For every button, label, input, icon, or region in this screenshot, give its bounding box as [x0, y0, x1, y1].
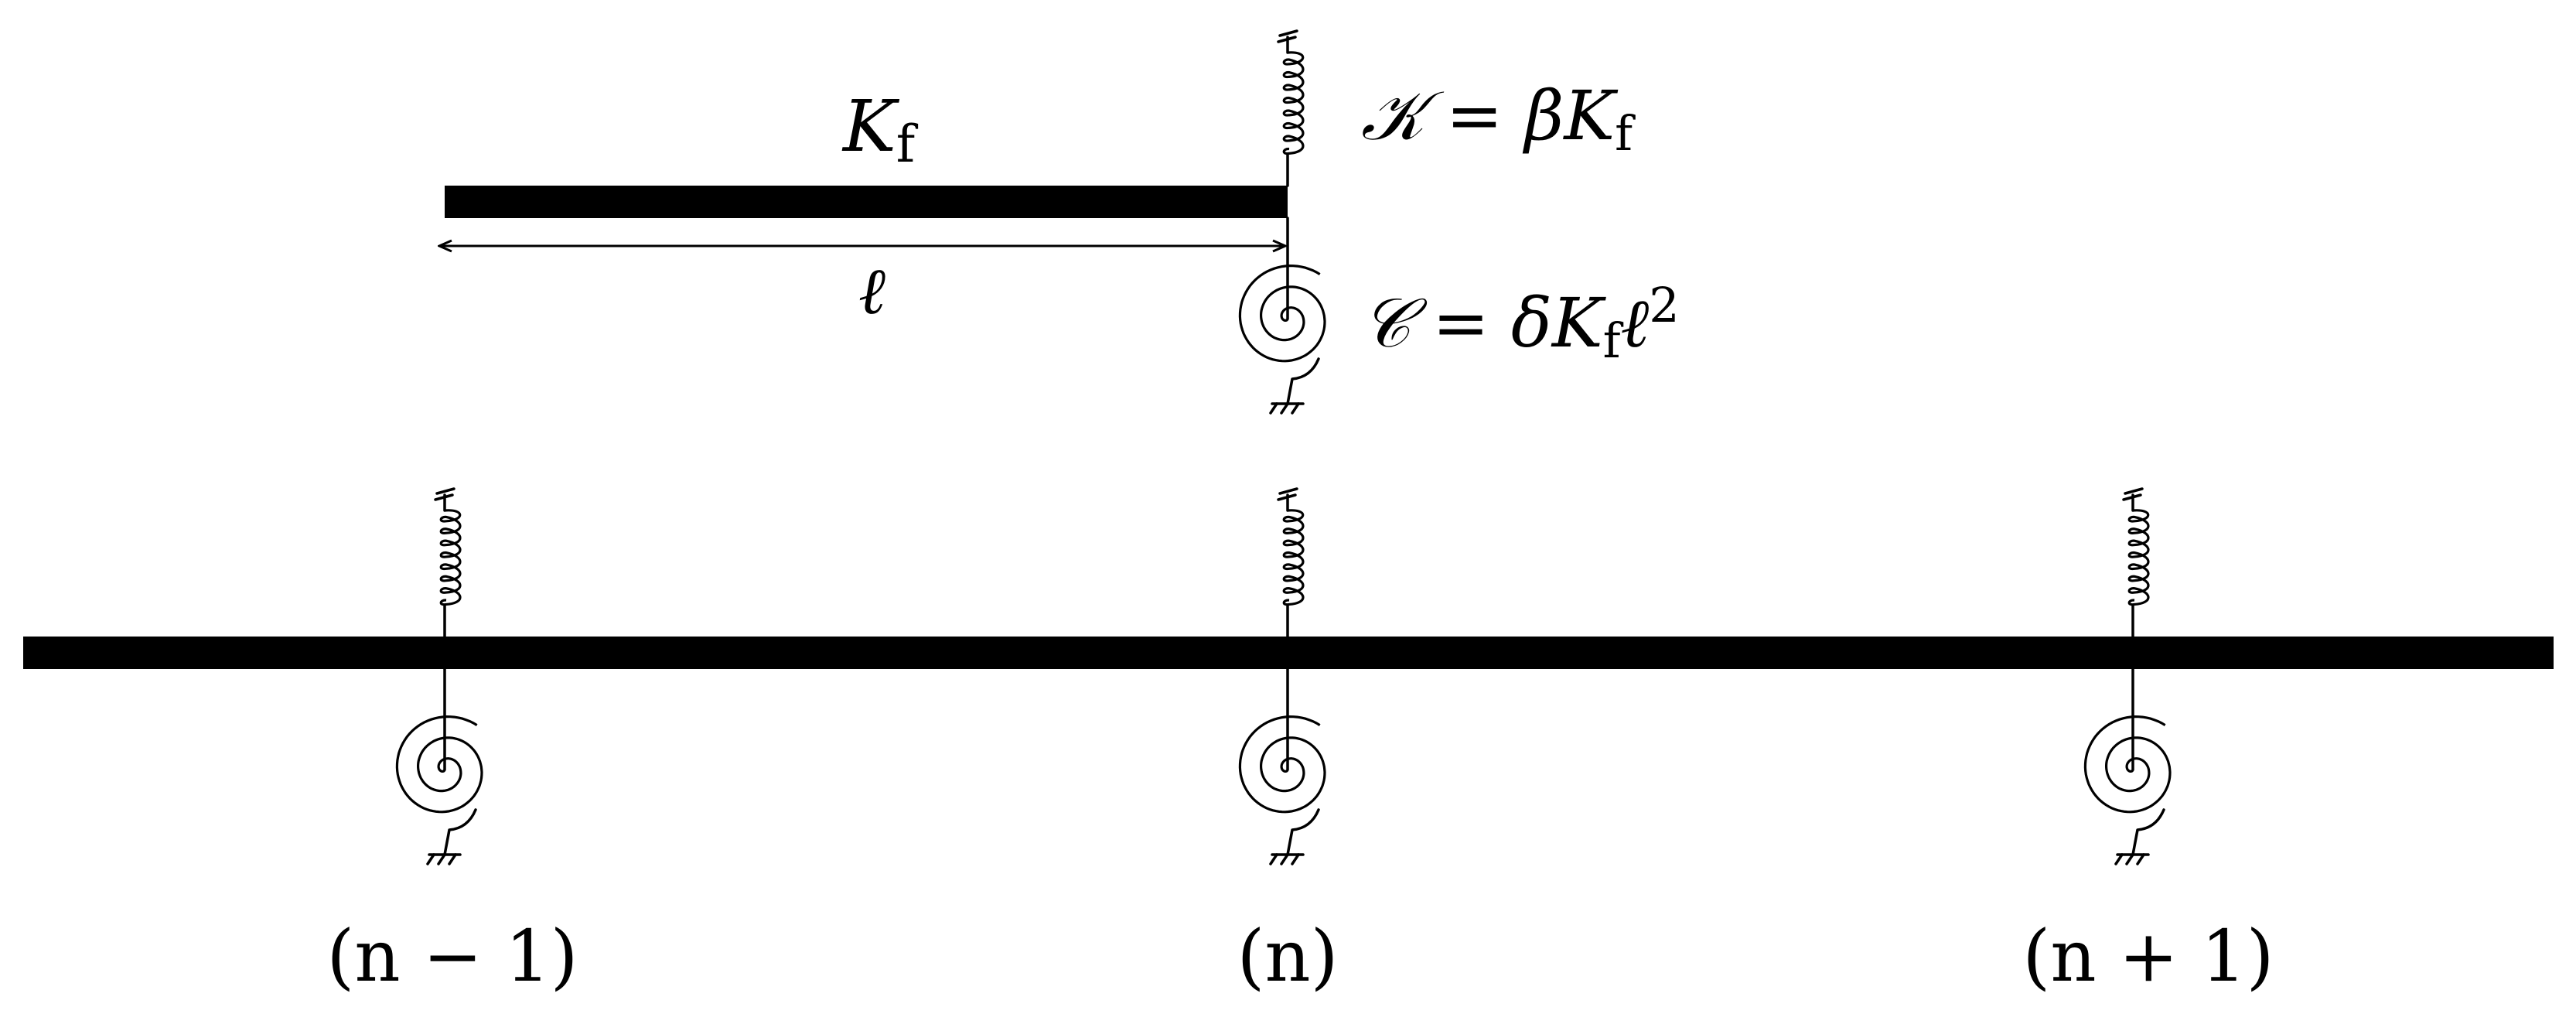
- svg-text:Kf: Kf: [841, 85, 919, 174]
- node-n: (n): [1237, 487, 1339, 998]
- node-n-minus-1: (n − 1): [326, 487, 578, 998]
- single-fiber-beam: [445, 186, 1288, 218]
- axial-spring-stiffness-label: 𝒦 = βKf: [1361, 76, 1636, 162]
- torsion-spring: [2083, 667, 2172, 865]
- axial-spring: [2122, 487, 2150, 638]
- torsion-spring: [1238, 667, 1326, 865]
- node-label: (n − 1): [326, 915, 578, 998]
- bottom-diagram: (n − 1) (n) (n + 1): [23, 487, 2554, 998]
- node-label: (n): [1237, 915, 1338, 998]
- node-n-plus-1: (n + 1): [2022, 487, 2274, 998]
- torsion-spring: [395, 667, 483, 865]
- length-label: ℓ: [858, 253, 885, 329]
- torsion-spring-stiffness-label: 𝒞 = δKfℓ2: [1361, 277, 1680, 369]
- top-torsion-spring: [1238, 217, 1326, 415]
- top-diagram: Kf ℓ 𝒦 = βKf 𝒞 = δKfℓ2: [439, 29, 1680, 415]
- axial-spring: [1277, 487, 1305, 638]
- substrate-beam: [23, 637, 2554, 669]
- fiber-stiffness-label: Kf: [841, 85, 919, 174]
- top-axial-spring: [1277, 29, 1305, 187]
- node-label: (n + 1): [2022, 915, 2274, 998]
- axial-spring: [434, 487, 462, 638]
